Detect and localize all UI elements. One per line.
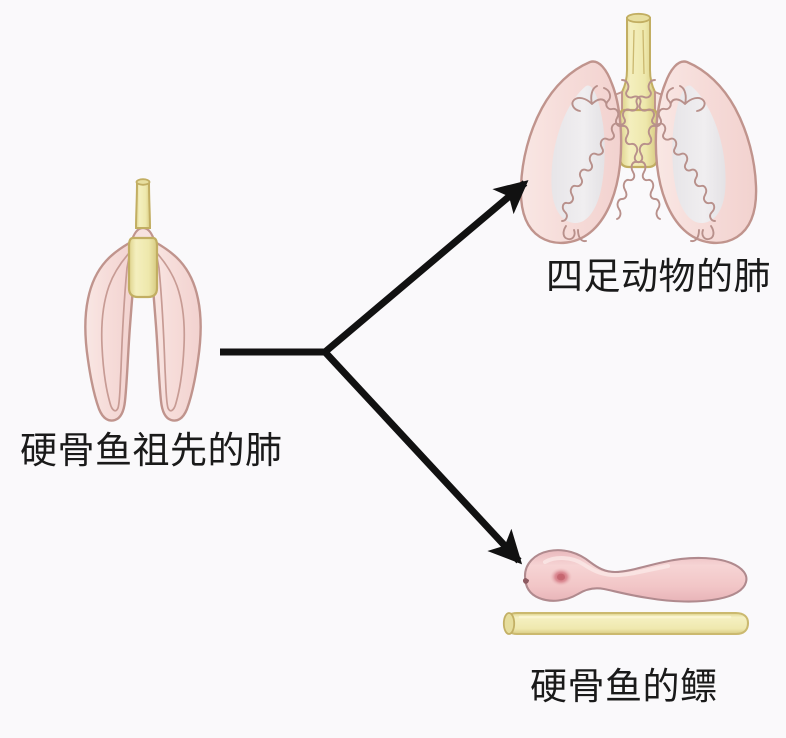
ancestral-lung-trachea-bulb xyxy=(127,236,159,299)
swim-bladder-gut-opening xyxy=(502,612,516,635)
tetrapod-lobe-right-folds-outer xyxy=(621,79,716,222)
tetrapod-lobe-left-cavity xyxy=(551,85,605,224)
ancestral-lung-trachea-neck xyxy=(134,181,152,229)
tetrapod-lobe-left-folds-inner xyxy=(603,87,661,220)
swim-bladder-anterior-tip xyxy=(522,578,529,584)
connector-branch-up xyxy=(322,180,529,355)
ancestral-lung-left-inner xyxy=(100,251,131,412)
ancestral-lung-left-sac xyxy=(84,240,138,422)
ancestral-lung-illustration xyxy=(84,178,202,422)
ancestral-lung-right-inner xyxy=(155,251,186,412)
ancestral-lung-right-sac xyxy=(148,240,202,422)
tetrapod-lobe-right-base-tuft xyxy=(690,225,715,243)
connector-branch-down xyxy=(322,349,523,565)
tetrapod-trachea-opening xyxy=(626,12,651,24)
tetrapod-lobe-right-apex-tuft xyxy=(670,85,706,112)
label-tetrapod-lung: 四足动物的肺 xyxy=(546,256,771,297)
tetrapod-lobe-right-cavity xyxy=(672,85,726,224)
branch-connectors xyxy=(220,180,529,565)
tetrapod-lobe-left-folds-outer xyxy=(561,79,656,222)
swim-bladder-pore-center xyxy=(557,573,565,581)
tetrapod-trachea-striations xyxy=(632,29,645,75)
label-ancestral-lung: 硬骨鱼祖先的肺 xyxy=(20,430,283,471)
swim-bladder-illustration xyxy=(502,549,750,636)
tetrapod-lobe-left-apex-tuft xyxy=(571,85,607,112)
label-swim-bladder: 硬骨鱼的鳔 xyxy=(530,666,718,707)
tetrapod-lobe-right-folds-inner xyxy=(616,87,674,220)
swim-bladder-highlight xyxy=(543,556,670,578)
tetrapod-lobe-left-base-tuft xyxy=(562,225,587,243)
ancestral-lung-trachea-opening xyxy=(135,178,151,186)
tetrapod-lung-illustration xyxy=(519,12,758,245)
